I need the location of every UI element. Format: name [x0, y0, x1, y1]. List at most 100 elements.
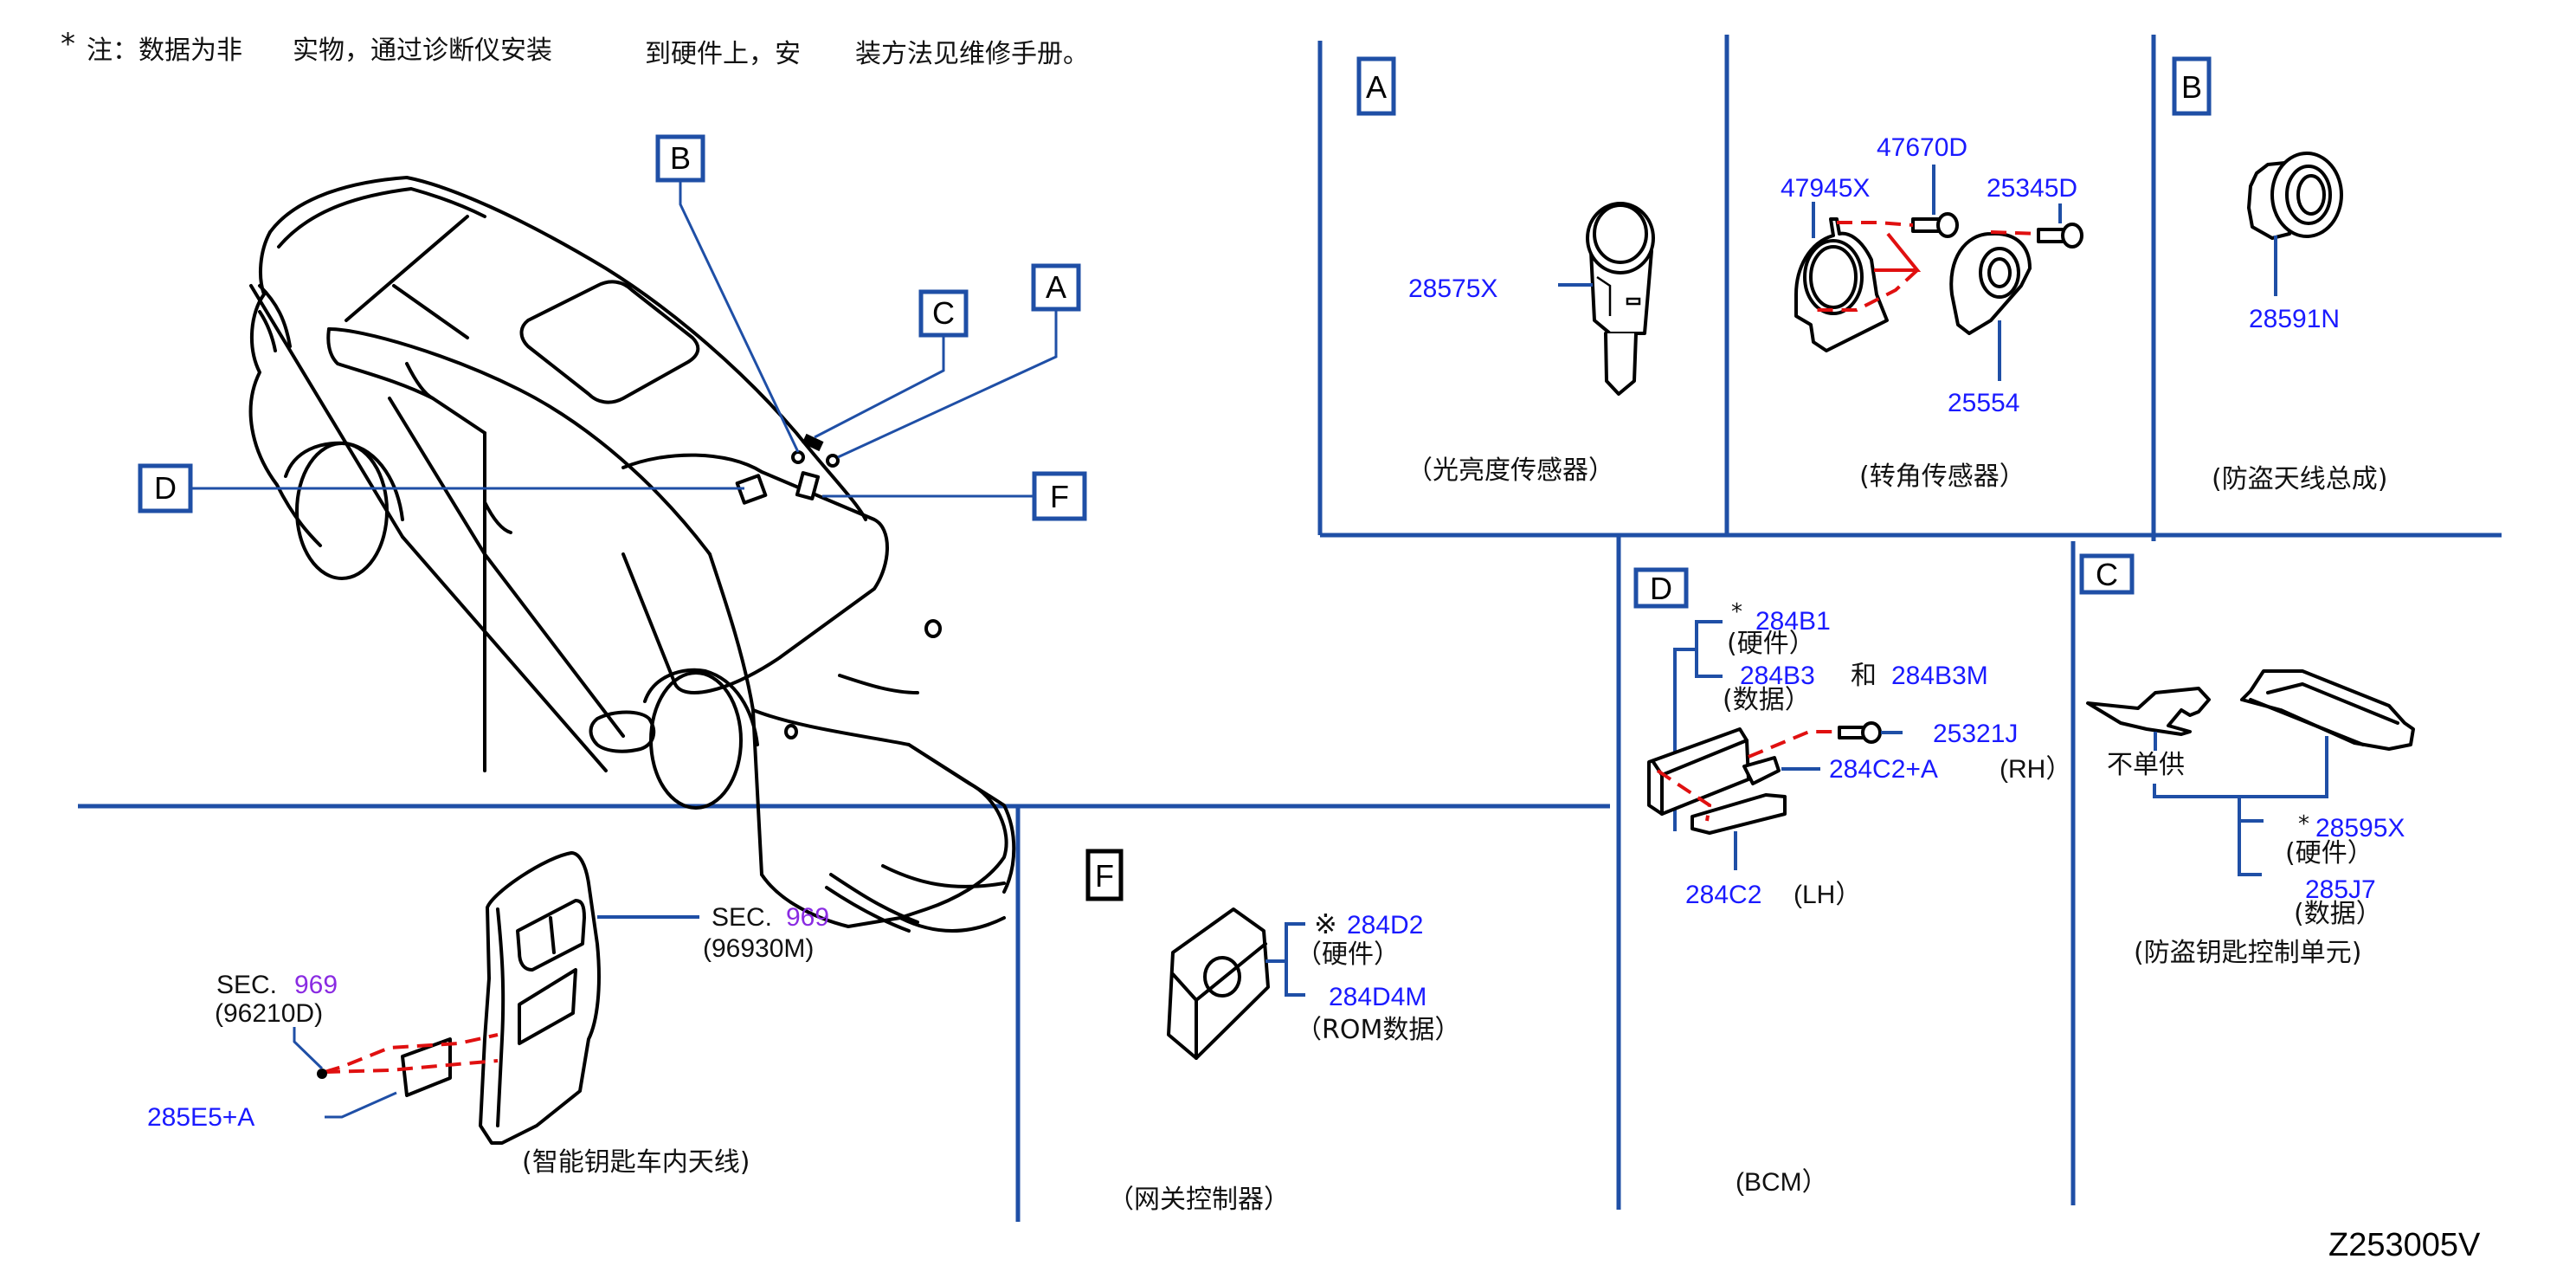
callout-a[interactable]: A [1031, 263, 1081, 312]
callout-letter: B [670, 140, 691, 176]
star-mark: * [2298, 811, 2309, 837]
marker-c-immobilizer [802, 433, 824, 452]
leader-b [679, 180, 800, 453]
panel-f-gateway-controller: F ※ 284D2 （硬件） 284D4M （ROM数据） （网关控制器） [1085, 849, 1460, 1215]
panel-d-bcm: D * 284B1 (硬件） 284B3 和 284B3M (数据） 25321… [1633, 567, 2071, 1197]
part-number-28591N: 28591N [2249, 305, 2340, 333]
installed-part-markers [735, 433, 840, 505]
sec-label: SEC. [216, 971, 277, 999]
hardware-note: (硬件） [2285, 838, 2373, 869]
panel-label: D [1650, 571, 1672, 606]
sec-number-link[interactable]: 969 [294, 971, 338, 999]
exploded-line [324, 1059, 499, 1074]
leader [293, 1027, 324, 1070]
part-number-25345D: 25345D [1987, 174, 2077, 203]
star-mark: * [1731, 599, 1742, 625]
panel-steering-angle-sensor: 47945X 47670D 25345D 25554 [1781, 133, 2083, 492]
sec-reference: (96930M) [703, 934, 814, 963]
note-part-2: 实物，通过诊断仪安装 [293, 36, 552, 66]
callout-letter: C [932, 295, 955, 331]
marker-f-gateway [795, 471, 821, 500]
part-number-284D2: 284D2 [1347, 911, 1423, 940]
note-part-4: 装方法见维修手册。 [855, 39, 1089, 69]
steering-sensor-illustration [1794, 212, 2083, 352]
part-number-284B1: 284B1 [1755, 607, 1831, 636]
part-number-285J7: 285J7 [2305, 875, 2376, 904]
callout-box [138, 463, 193, 513]
rom-note: （ROM数据） [1296, 1015, 1460, 1045]
marker-a-light-sensor [826, 454, 840, 468]
part-number-284D4M: 284D4M [1329, 983, 1426, 1011]
part-number-47670D: 47670D [1877, 133, 1967, 162]
installation-note: * 注：数据为非 实物，通过诊断仪安装 到硬件上，安 装方法见维修手册。 [61, 27, 1089, 69]
note-asterisk: * [61, 27, 75, 61]
panel-label-box [2079, 553, 2135, 595]
callout-box [655, 134, 705, 183]
bracket-leader [2238, 797, 2262, 876]
sec-number-link[interactable]: 969 [786, 903, 829, 932]
callout-leaders [190, 180, 1058, 498]
bcm-illustration [1647, 727, 1787, 835]
callout-box [1032, 471, 1087, 521]
panel-label: B [2181, 69, 2202, 105]
part-number-28595X: 28595X [2315, 814, 2405, 843]
hardware-note: （硬件） [1296, 940, 1400, 970]
panel-caption: (防盗天线总成) [2212, 464, 2387, 494]
panel-caption: (BCM） [1736, 1168, 1828, 1197]
reference-mark: ※ [1314, 907, 1337, 940]
panel-b-immobilizer-antenna: B 28591N (防盗天线总成) [2172, 56, 2387, 494]
screw-icon [2037, 223, 2083, 249]
panel-caption: (智能钥匙车内天线) [522, 1147, 750, 1178]
note-part-3: 到硬件上，安 [645, 39, 801, 69]
panel-label-box [1356, 56, 1396, 116]
callout-b[interactable]: B [655, 134, 705, 183]
note-part-1: 注：数据为非 [87, 36, 242, 66]
hardware-note: (硬件） [1727, 629, 1815, 659]
leader-c [814, 334, 945, 439]
data-note: (数据） [1723, 685, 1811, 715]
callout-letter: D [154, 470, 177, 506]
panel-smart-key-antenna: SEC. 969 (96930M) SEC. 969 (96210D) 285E… [147, 851, 829, 1178]
car-illustration [248, 176, 1016, 933]
data-note: (数据） [2294, 899, 2382, 929]
callout-c[interactable]: C [918, 289, 969, 338]
part-number-284C2-A: 284C2+A [1829, 755, 1938, 784]
panel-grid [78, 35, 2502, 1222]
control-unit-illustration [2086, 669, 2415, 751]
exploded-line [324, 1033, 499, 1074]
marker-b-antenna [791, 450, 805, 464]
sec-label: SEC. [712, 903, 772, 932]
part-number-284C2: 284C2 [1685, 881, 1761, 909]
part-number-28575X: 28575X [1408, 274, 1497, 303]
leader-a [837, 309, 1058, 459]
part-number-47945X: 47945X [1781, 174, 1870, 203]
clip-icon [317, 1069, 327, 1079]
panel-caption: (转角传感器） [1859, 462, 2025, 492]
marker-d-bcm [735, 474, 768, 505]
bracket-leader [1695, 620, 1723, 678]
panel-a-light-sensor: A 28575X （光亮度传感器） [1356, 56, 1655, 486]
panel-label: C [2096, 557, 2118, 592]
callout-f[interactable]: F [1032, 471, 1087, 521]
screw-icon [1838, 721, 1882, 744]
callout-d[interactable]: D [138, 463, 193, 513]
panel-caption: (防盗钥匙控制单元) [2134, 938, 2361, 968]
sec-reference: (96210D) [215, 999, 323, 1028]
panel-label-box [2172, 56, 2212, 116]
part-number-284B3: 284B3 [1740, 662, 1815, 690]
figure-id: Z253005V [2328, 1227, 2481, 1263]
gateway-illustration [1167, 907, 1270, 1060]
callout-box [1031, 263, 1081, 312]
part-number-25554: 25554 [1948, 389, 2019, 417]
screw-icon [1911, 212, 1959, 238]
and-label: 和 [1851, 661, 1877, 691]
not-sold-separately: 不单供 [2107, 750, 2185, 780]
part-number-284B3M: 284B3M [1891, 662, 1988, 690]
console-illustration [401, 851, 601, 1145]
leader [325, 1091, 397, 1119]
bracket-leader [1285, 922, 1305, 997]
antenna-ring-illustration [2247, 152, 2343, 240]
part-number-285E5-A: 285E5+A [147, 1103, 254, 1132]
vehicle-overview: B C A D F [138, 134, 1087, 933]
